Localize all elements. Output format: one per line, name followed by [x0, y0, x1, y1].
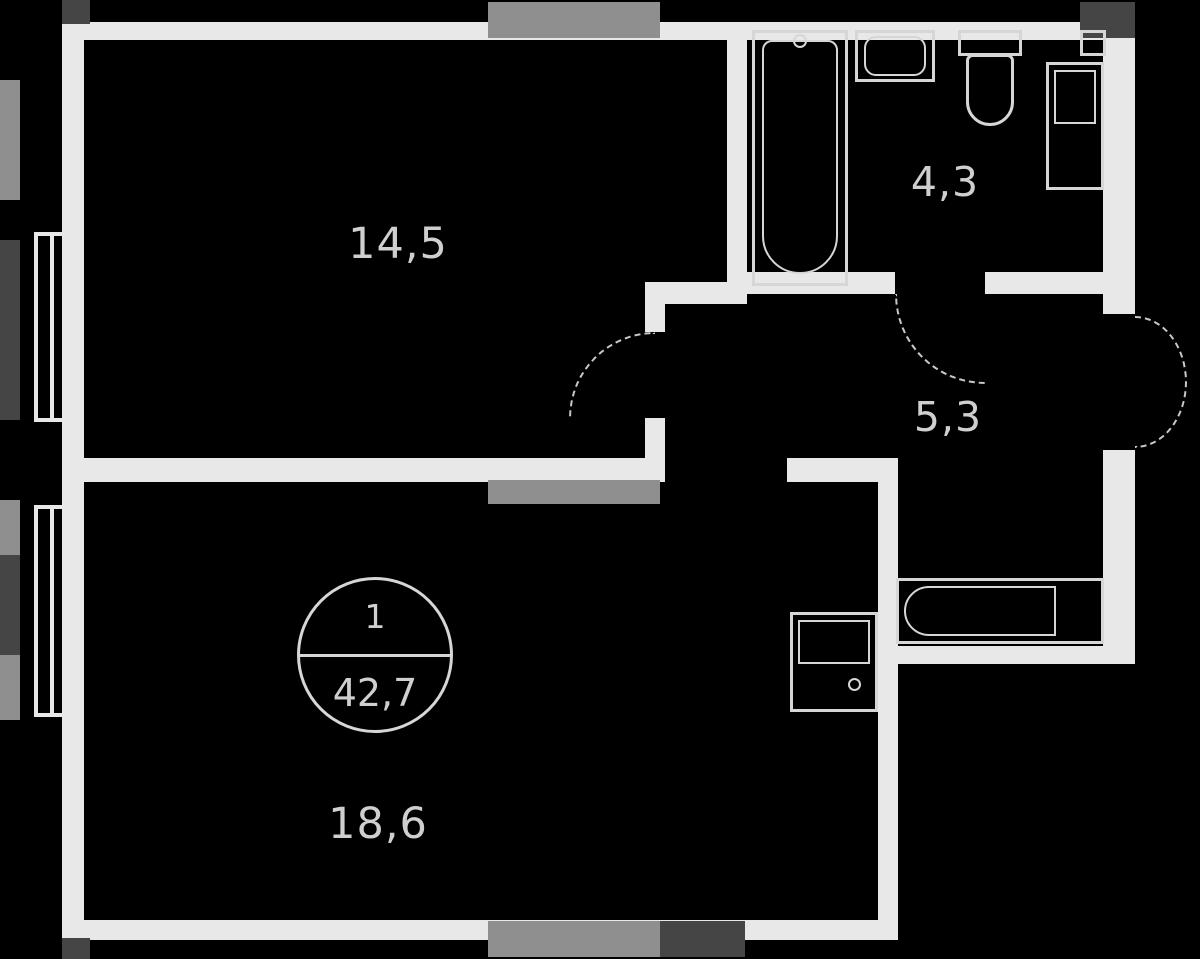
wall-room-door-upper	[645, 282, 665, 332]
entrance-door-arc-icon	[1135, 316, 1187, 448]
toilet-tank-icon	[958, 30, 1022, 56]
balcony-rail-5	[0, 655, 20, 720]
bathtub-icon	[752, 30, 848, 286]
vent-shaft-bottom	[488, 921, 660, 957]
bathroom-door-arc-icon	[895, 294, 985, 384]
area-label-bathroom: 4,3	[910, 158, 980, 206]
bathtub-faucet-icon	[793, 34, 807, 48]
bathtub-basin-icon	[762, 40, 838, 274]
corner-block-top-left	[62, 0, 90, 24]
total-area: 42,7	[332, 671, 418, 716]
wall-bathroom-bottom-right	[985, 272, 1103, 294]
wall-room-step	[645, 282, 747, 304]
wall-living-right	[878, 458, 898, 940]
wall-right-upper	[1103, 22, 1135, 314]
window-2-bottom-joint	[34, 713, 62, 717]
badge-divider	[300, 653, 450, 657]
wall-rooms-divider	[62, 458, 665, 482]
rooms-count: 1	[364, 597, 386, 637]
wardrobe-counter-inner-icon	[904, 586, 1056, 636]
unit-total-area-badge: 1 42,7	[297, 577, 453, 733]
wall-right-lower	[1103, 450, 1135, 664]
washer-cabinet-icon	[1046, 62, 1104, 190]
wall-room-door-lower	[645, 418, 665, 458]
vent-shaft-top	[488, 2, 660, 38]
wall-hall-living	[787, 458, 898, 482]
window-1-bottom-joint	[34, 418, 62, 422]
window-2-outer-pane	[34, 505, 38, 717]
wardrobe-counter-icon	[896, 578, 1104, 644]
corner-block-bottom-left	[62, 938, 90, 959]
wall-bottom	[62, 920, 898, 940]
window-2-inner-pane	[50, 505, 54, 717]
area-label-hallway: 5,3	[913, 393, 983, 441]
window-1-top-joint	[34, 232, 62, 236]
balcony-rail-3	[0, 500, 20, 555]
kitchen-unit-basin-icon	[798, 620, 870, 664]
washer-cabinet-door-icon	[1054, 70, 1096, 124]
window-2-top-joint	[34, 505, 62, 509]
divider-shaft-block	[488, 480, 660, 504]
vent-box-icon	[1080, 30, 1106, 56]
wall-room-bathroom	[727, 22, 747, 294]
balcony-rail-2	[0, 240, 20, 420]
room-door-arc-icon	[569, 332, 655, 418]
duct-bottom-dark	[660, 921, 745, 957]
area-label-bedroom: 14,5	[348, 219, 448, 269]
toilet-bowl-icon	[966, 54, 1014, 126]
window-1-inner-pane	[50, 232, 54, 422]
balcony-rail-1	[0, 80, 20, 200]
balcony-rail-4	[0, 555, 20, 655]
kitchen-unit-icon	[790, 612, 878, 712]
window-1-outer-pane	[34, 232, 38, 422]
sink-icon	[855, 30, 935, 82]
wall-bottom-right	[878, 646, 1135, 664]
sink-basin-icon	[864, 36, 926, 76]
area-label-living: 18,6	[328, 799, 428, 849]
kitchen-faucet-icon	[848, 678, 861, 691]
